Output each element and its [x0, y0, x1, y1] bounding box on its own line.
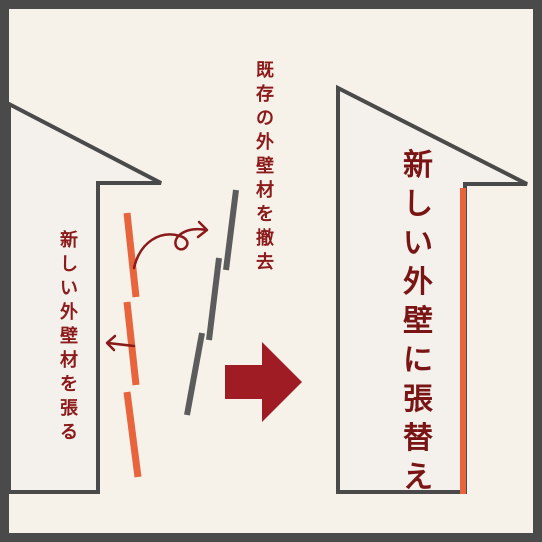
curved-arrow-icon — [132, 220, 209, 270]
label-replaced-new-wall: 新しい外壁に張替え — [403, 148, 433, 495]
svg-text:新しい外壁材を張る: 新しい外壁材を張る — [60, 229, 79, 443]
label-remove-existing-siding: 既存の外壁材を撤去 — [256, 60, 274, 273]
label-apply-new-siding: 新しい外壁材を張る — [60, 229, 79, 443]
svg-text:既存の外壁材を撤去: 既存の外壁材を撤去 — [256, 60, 274, 273]
old-siding-board-1 — [223, 189, 239, 271]
new-siding-board-1 — [123, 212, 140, 298]
right-arrow-icon — [225, 342, 302, 422]
svg-text:新しい外壁に張替え: 新しい外壁に張替え — [403, 148, 433, 495]
new-siding-board-2 — [123, 301, 140, 386]
old-siding-board-2 — [206, 257, 222, 341]
old-siding-board-3 — [184, 332, 205, 416]
house-before — [7, 100, 162, 494]
new-siding-board-3 — [123, 391, 142, 478]
left-arrow-icon — [105, 334, 136, 352]
